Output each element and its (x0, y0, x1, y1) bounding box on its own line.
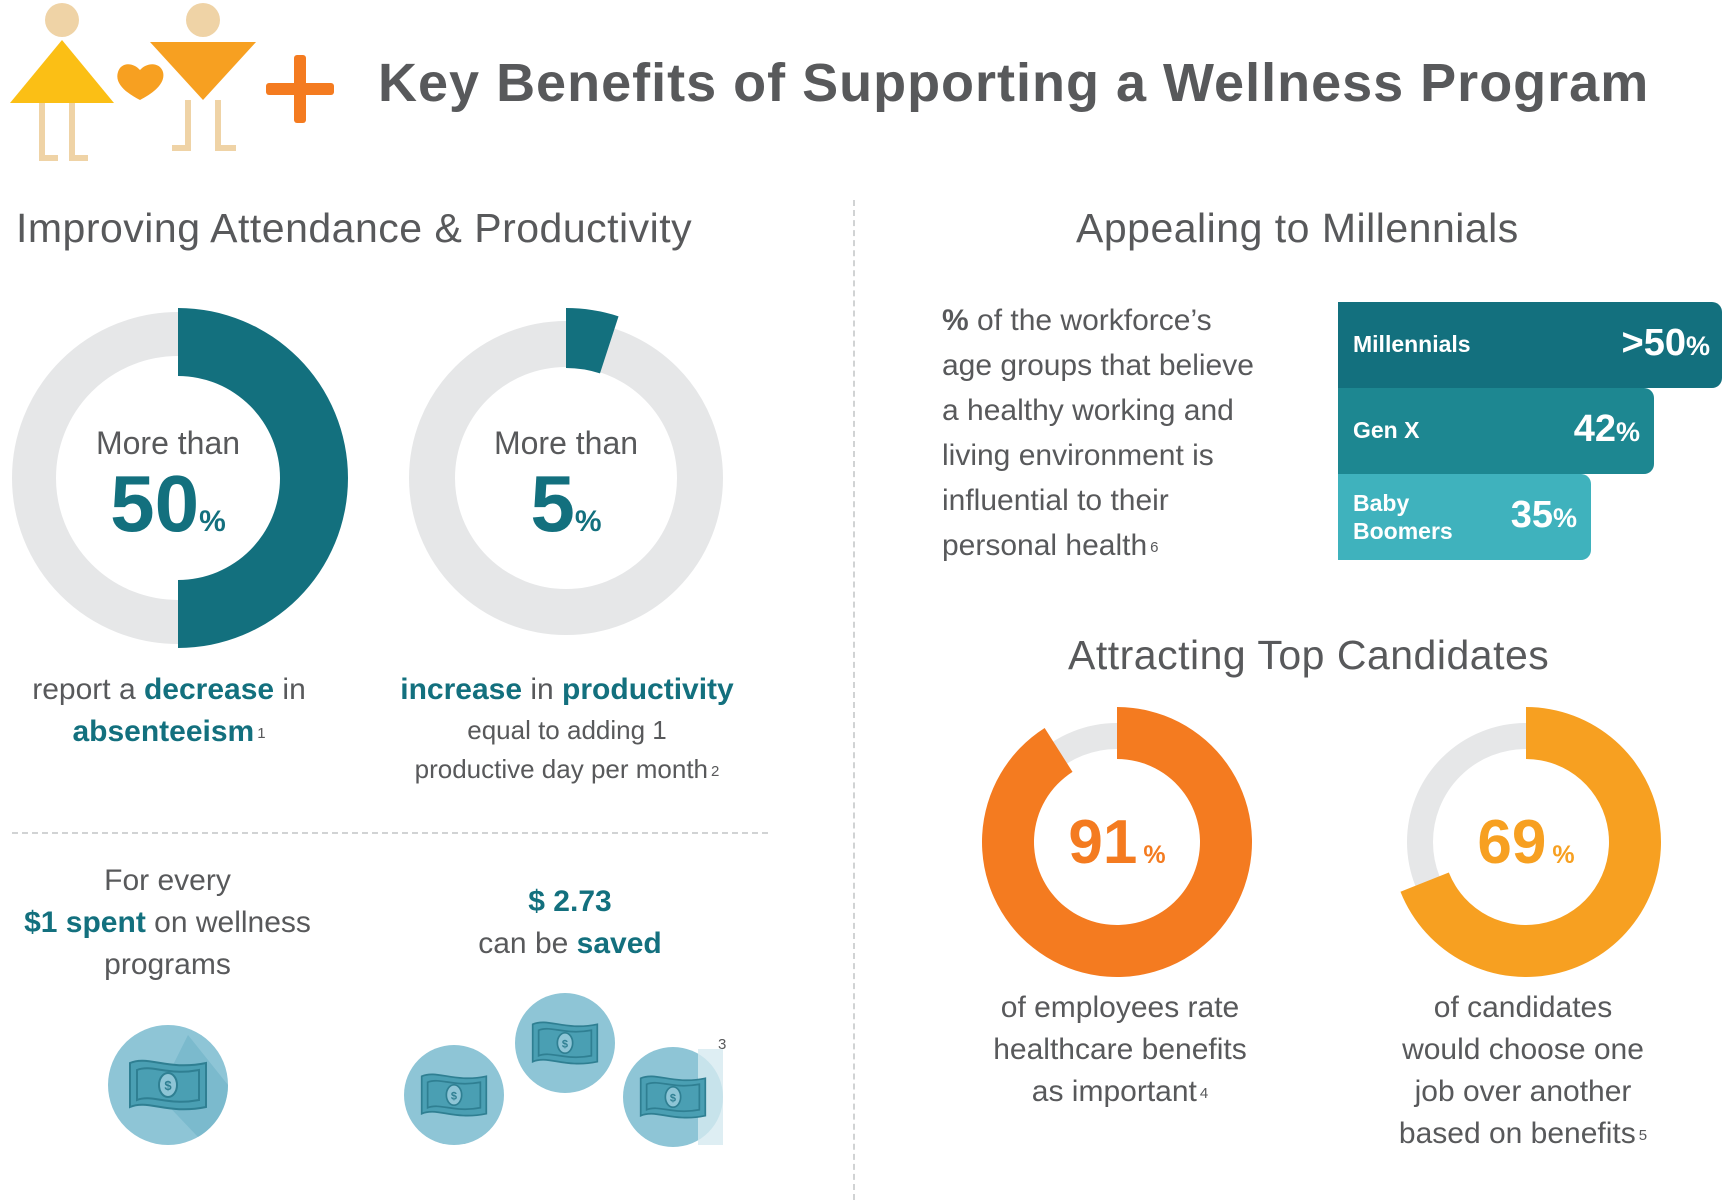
bar-value-number: >50 (1621, 322, 1686, 364)
bar-label: Baby Boomers (1353, 490, 1453, 544)
bar-value-unit: % (1552, 503, 1577, 533)
bar-label: Gen X (1353, 417, 1420, 443)
caption-emphasis: decrease (143, 673, 275, 706)
productivity-stat: More than 5% (456, 425, 676, 544)
caption-text: can be (478, 927, 577, 960)
healthcare-ring-fill (982, 707, 1252, 977)
footnote-marker: 2 (711, 763, 720, 780)
caption-emphasis: saved (576, 927, 662, 960)
healthcare-value: 91 (1068, 808, 1138, 877)
footnote-marker: 5 (1638, 1127, 1648, 1144)
millennials-description: % of the workforce’s age groups that bel… (942, 298, 1302, 568)
caption-text: on wellness (145, 906, 311, 939)
footnote-marker: 6 (1150, 539, 1159, 556)
caption-text: living environment is (942, 439, 1214, 472)
absenteeism-value: 50 (110, 459, 200, 548)
page-title: Key Benefits of Supporting a Wellness Pr… (378, 53, 1650, 113)
benefits-ring-fill (1400, 707, 1661, 977)
caption-emphasis: absenteeism (72, 715, 255, 748)
productivity-ring-fill (566, 308, 619, 374)
caption-text: of the workforce’s (968, 304, 1212, 337)
footnote-marker: 3 (718, 1036, 727, 1053)
caption-text: productive day per month (414, 754, 709, 784)
productivity-ring-chart (409, 308, 723, 635)
caption-text: job over another (1414, 1075, 1632, 1108)
caption-text: equal to adding 1 (467, 715, 667, 745)
money-coin-icon (108, 1025, 229, 1145)
caption-text: of candidates (1433, 991, 1613, 1024)
absenteeism-prefix: More than (95, 425, 241, 461)
bar-value: 42% (1574, 408, 1640, 451)
candidates-section-title: Attracting Top Candidates (1068, 632, 1550, 678)
money-coin-icon (404, 1045, 504, 1145)
bar-value: >50% (1622, 322, 1710, 365)
caption-text: as important (1031, 1075, 1197, 1108)
caption-emphasis: $ 2.73 (528, 885, 612, 918)
spend-caption: For every $1 spent on wellness programs (0, 860, 335, 986)
caption-text: For every (104, 864, 231, 897)
caption-text: programs (104, 948, 231, 981)
caption-text: in (274, 673, 306, 706)
bar-value: 35% (1511, 494, 1577, 537)
bar-gen-x: Gen X 42% (1338, 388, 1654, 474)
horizontal-divider (12, 832, 768, 834)
caption-emphasis: % (942, 304, 969, 337)
bar-value-number: 35 (1510, 494, 1553, 536)
caption-emphasis: $1 spent (24, 906, 146, 939)
caption-text: based on benefits (1398, 1117, 1636, 1150)
caption-text: would choose one (1402, 1033, 1644, 1066)
benefits-value: 69 (1477, 808, 1547, 877)
header-logo (0, 0, 350, 170)
bar-label: Millennials (1353, 331, 1471, 357)
bar-millennials: Millennials >50% (1338, 302, 1722, 388)
healthcare-ring-chart (982, 707, 1252, 977)
healthcare-unit: % (1143, 841, 1166, 869)
footnote-marker: 4 (1199, 1085, 1209, 1102)
bar-value-number: 42 (1573, 408, 1616, 450)
absenteeism-stat: More than 50% (58, 425, 278, 544)
bar-value-unit: % (1685, 331, 1710, 361)
caption-text: healthcare benefits (993, 1033, 1247, 1066)
money-coin-icon (623, 1047, 723, 1147)
productivity-caption: increase in productivity equal to adding… (372, 669, 762, 789)
productivity-value: 5 (530, 459, 575, 548)
caption-text: personal health (942, 529, 1148, 562)
caption-text: report a (32, 673, 144, 706)
absenteeism-ring-chart (12, 308, 348, 648)
caption-text: influential to their (942, 484, 1169, 517)
benefits-stat: 69% (1426, 812, 1626, 874)
absenteeism-ring-fill (178, 308, 348, 648)
money-icons: $ (108, 993, 723, 1147)
footnote-marker: 1 (257, 725, 266, 742)
money-coin-icon (515, 993, 615, 1093)
millennials-section-title: Appealing to Millennials (1076, 205, 1519, 251)
saved-caption: $ 2.73 can be saved (420, 881, 720, 965)
absenteeism-unit: % (199, 505, 226, 538)
age-group-bar-chart: Millennials >50% Gen X 42% Baby Boomers … (1338, 302, 1724, 562)
caption-text: in (522, 673, 563, 706)
caption-emphasis: increase (400, 673, 523, 706)
benefits-unit: % (1552, 841, 1575, 869)
caption-text: age groups that believe (942, 349, 1254, 382)
vertical-divider (853, 200, 855, 1200)
productivity-prefix: More than (493, 425, 639, 461)
healthcare-stat: 91% (1017, 812, 1217, 874)
productivity-unit: % (574, 505, 602, 538)
benefits-ring-chart (1400, 707, 1661, 977)
caption-text: of employees rate (1000, 991, 1240, 1024)
caption-emphasis: productivity (562, 673, 734, 706)
bar-baby-boomers: Baby Boomers 35% (1338, 474, 1591, 560)
people-heart-plus-icon (10, 3, 334, 161)
healthcare-caption: of employees rate healthcare benefits as… (940, 987, 1300, 1113)
attendance-section-title: Improving Attendance & Productivity (16, 205, 693, 251)
caption-text: a healthy working and (942, 394, 1234, 427)
benefits-caption: of candidates would choose one job over … (1348, 987, 1698, 1155)
bar-value-unit: % (1615, 417, 1640, 447)
